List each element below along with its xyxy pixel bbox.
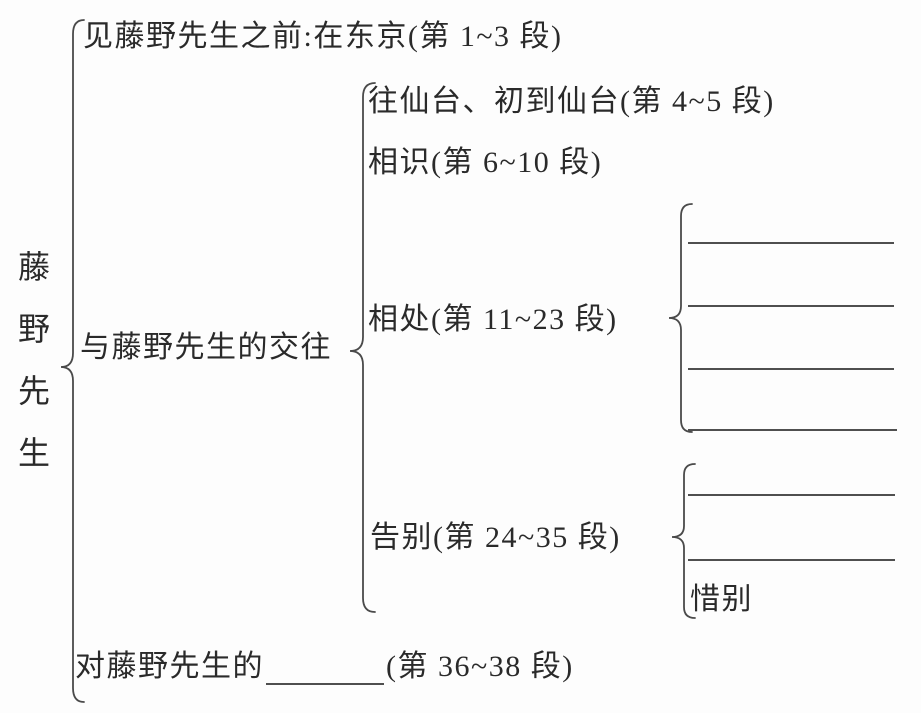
branch-farewell-label: 告别(第 24~35 段) — [370, 521, 621, 554]
blank-line — [688, 305, 894, 307]
attitude-suffix: (第 36~38 段) — [386, 650, 574, 683]
main-brace — [60, 19, 85, 703]
blank-line — [688, 494, 895, 496]
branch-before-tokyo: 见藤野先生之前:在东京(第 1~3 段) — [83, 20, 563, 53]
blank-line — [688, 368, 894, 370]
interaction-brace — [349, 82, 376, 613]
farewell-brace — [671, 463, 696, 619]
branch-acquaintance: 相识(第 6~10 段) — [368, 146, 603, 179]
branch-to-sendai: 往仙台、初到仙台(第 4~5 段) — [368, 85, 775, 118]
root-title: 藤野先生 — [14, 250, 50, 498]
together-brace — [668, 203, 693, 433]
branch-farewell-item: 惜别 — [690, 583, 753, 616]
blank-line — [688, 429, 897, 431]
branch-interaction-label: 与藤野先生的交往 — [80, 331, 332, 364]
blank-line — [688, 559, 895, 561]
branch-together-label: 相处(第 11~23 段) — [368, 303, 618, 336]
blank-line — [266, 651, 384, 685]
blank-line — [688, 242, 894, 244]
attitude-prefix: 对藤野先生的 — [75, 650, 264, 683]
branch-attitude: 对藤野先生的 (第 36~38 段) — [75, 649, 574, 685]
